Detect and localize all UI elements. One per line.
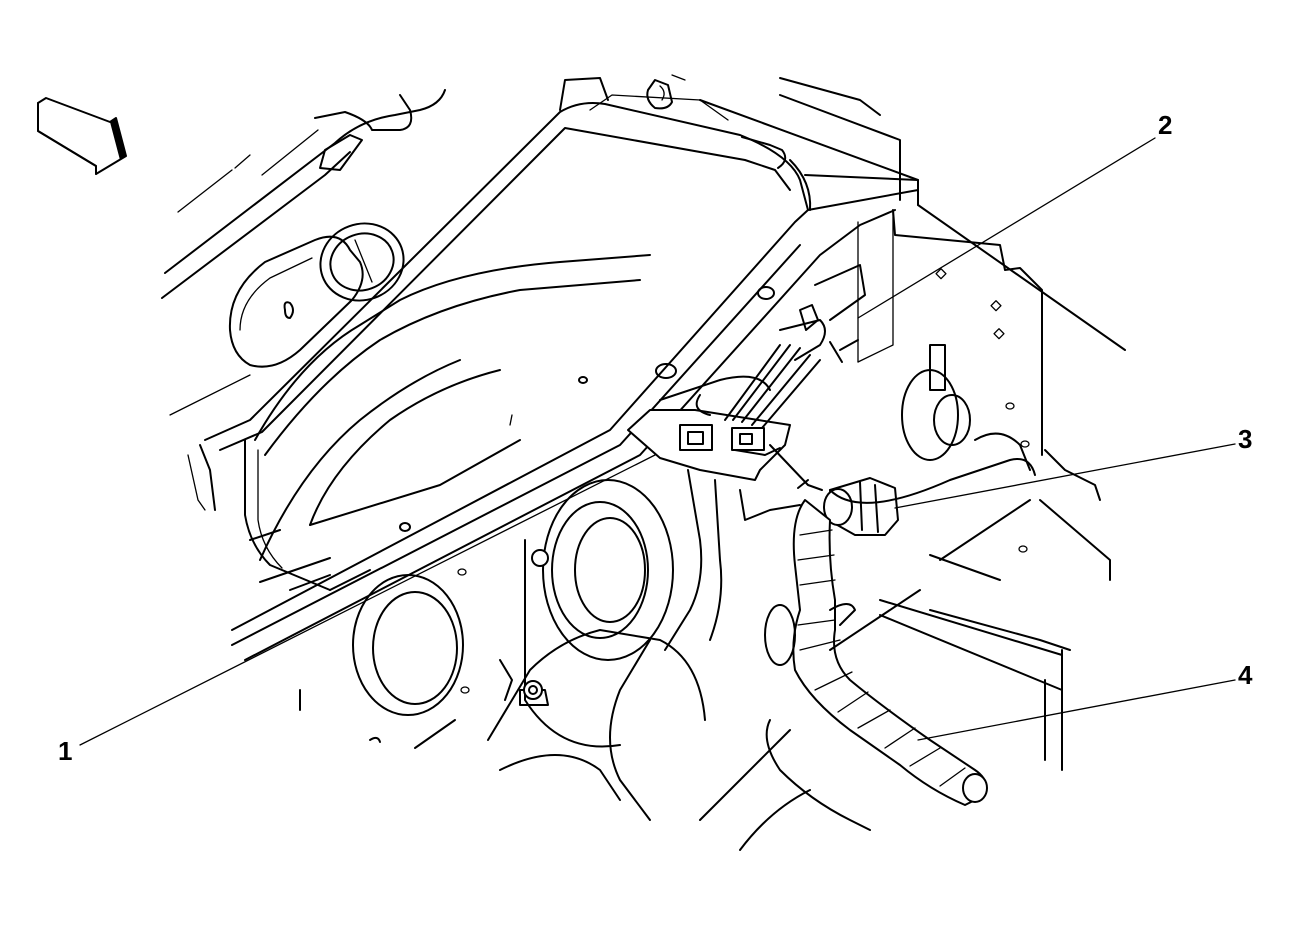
leader-line-2 (857, 137, 1156, 319)
forward-direction-arrow-icon (37, 97, 127, 175)
leader-line-4 (917, 679, 1236, 741)
left-bracket (228, 222, 405, 368)
upper-body-panel (161, 89, 446, 299)
frame-rail (204, 74, 919, 661)
leader-line-1 (79, 454, 656, 746)
lower-structure (299, 469, 1071, 851)
callout-2: 2 (1158, 110, 1172, 140)
right-bulkhead (779, 77, 1126, 771)
wiring-harness (792, 432, 1036, 806)
callout-4: 4 (1238, 660, 1253, 690)
harness-connector (769, 444, 899, 536)
leader-lines (79, 137, 1236, 746)
leader-line-3 (894, 443, 1236, 509)
wheelhouse-contours (169, 254, 651, 591)
callout-1: 1 (58, 736, 72, 766)
callout-3: 3 (1238, 424, 1252, 454)
module-connector-assembly (627, 264, 866, 481)
